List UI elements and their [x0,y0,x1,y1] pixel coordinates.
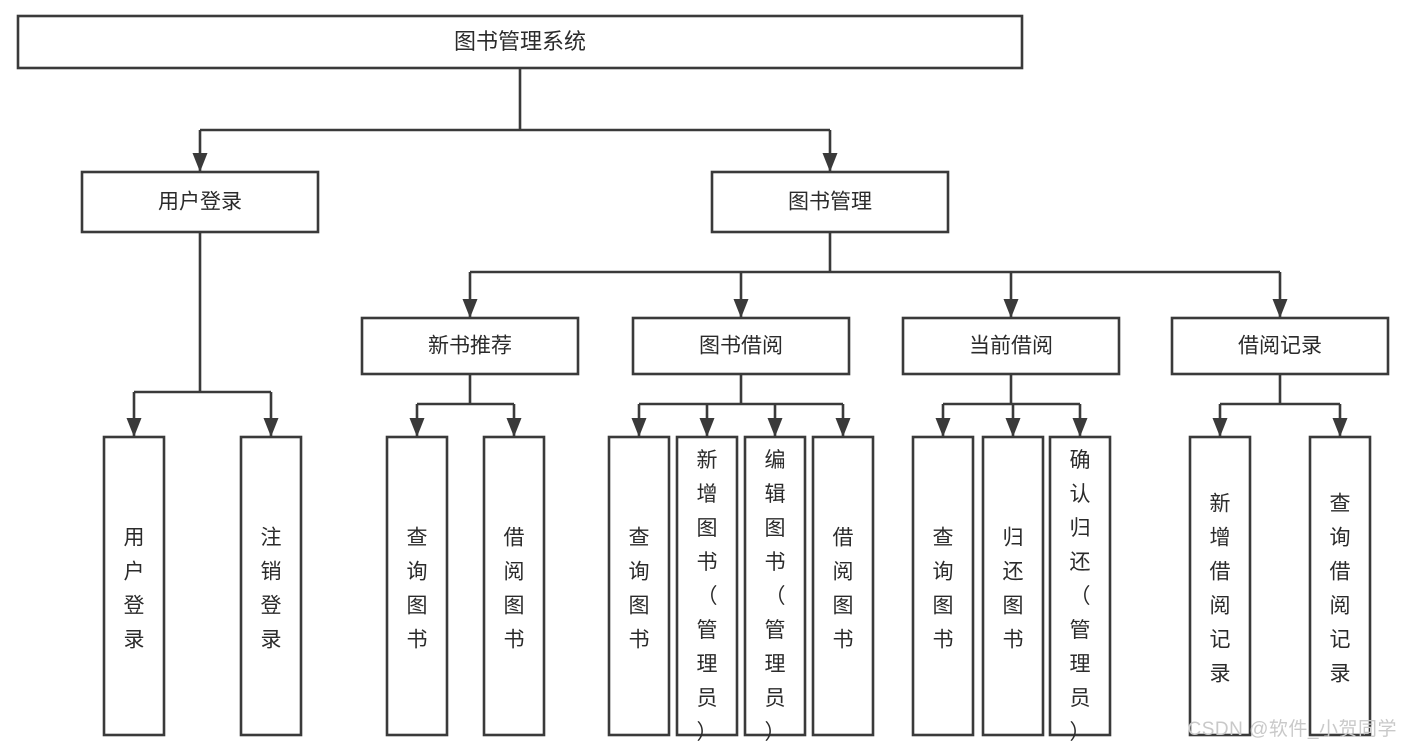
node-root-label: 图书管理系统 [454,29,586,54]
node-root-rect[interactable] [16,14,1024,70]
arrow-head-icon [1003,299,1019,318]
node-leaf-4-label: 借阅图书 [504,527,525,652]
node-leaf-3-label: 查询图书 [407,527,428,652]
node-leaf-10-rect[interactable] [981,435,1045,737]
node-leaf-5[interactable]: 查询图书 [607,435,671,737]
node-leaf-10-label: 归还图书 [1003,527,1024,652]
arrow-head-icon [733,299,749,318]
node-level1-1[interactable]: 用户登录 [80,170,320,234]
arrow-head-icon [767,418,783,437]
node-leaf-5-rect[interactable] [607,435,671,737]
arrow-head-icon [1272,299,1288,318]
node-level2-1-rect[interactable] [360,316,580,376]
arrow-head-icon [1005,418,1021,437]
node-level2-4-label: 借阅记录 [1238,335,1322,358]
node-leaf-7-label: 编辑图书（管理员） [765,449,786,744]
node-level2-3-rect[interactable] [901,316,1121,376]
node-level2-1[interactable]: 新书推荐 [360,316,580,376]
node-leaf-11-rect[interactable] [1048,435,1112,737]
node-leaf-1[interactable]: 用户登录 [102,435,166,737]
arrow-head-icon [699,418,715,437]
arrow-head-icon [935,418,951,437]
node-leaf-1-rect[interactable] [102,435,166,737]
node-leaf-12-label: 新增借阅记录 [1210,493,1231,686]
node-leaf-13-rect[interactable] [1308,435,1372,737]
node-leaf-13[interactable]: 查询借阅记录 [1308,435,1372,737]
node-leaf-6[interactable]: 新增图书（管理员） [675,435,739,744]
arrow-head-icon [1332,418,1348,437]
node-leaf-2[interactable]: 注销登录 [239,435,303,737]
arrow-head-icon [462,299,478,318]
arrow-head-icon [631,418,647,437]
node-leaf-5-label: 查询图书 [629,527,650,652]
node-leaf-8[interactable]: 借阅图书 [811,435,875,737]
node-leaf-9-rect[interactable] [911,435,975,737]
arrow-head-icon [192,153,208,172]
node-root[interactable]: 图书管理系统 [16,14,1024,70]
node-level1-1-rect[interactable] [80,170,320,234]
node-leaf-10[interactable]: 归还图书 [981,435,1045,737]
node-leaf-11[interactable]: 确认归还（管理员） [1048,435,1112,744]
node-leaf-1-label: 用户登录 [124,527,145,652]
node-level1-2[interactable]: 图书管理 [710,170,950,234]
node-level2-2-label: 图书借阅 [699,335,783,358]
node-leaf-12-rect[interactable] [1188,435,1252,737]
node-leaf-4-rect[interactable] [482,435,546,737]
node-leaf-4[interactable]: 借阅图书 [482,435,546,737]
node-leaf-11-label: 确认归还（管理员） [1070,449,1091,744]
node-level2-2[interactable]: 图书借阅 [631,316,851,376]
node-leaf-6-rect[interactable] [675,435,739,737]
arrow-head-icon [1072,418,1088,437]
node-leaf-8-rect[interactable] [811,435,875,737]
node-level2-4[interactable]: 借阅记录 [1170,316,1390,376]
arrow-head-icon [126,418,142,437]
node-leaf-2-label: 注销登录 [261,527,282,652]
arrow-head-icon [822,153,838,172]
node-leaf-3-rect[interactable] [385,435,449,737]
arrow-head-icon [409,418,425,437]
node-leaf-7-rect[interactable] [743,435,807,737]
node-level2-3-label: 当前借阅 [969,335,1053,358]
node-level2-2-rect[interactable] [631,316,851,376]
node-level1-1-label: 用户登录 [158,191,242,214]
arrow-head-icon [263,418,279,437]
arrow-head-icon [1212,418,1228,437]
node-level2-3[interactable]: 当前借阅 [901,316,1121,376]
node-leaf-12[interactable]: 新增借阅记录 [1188,435,1252,737]
node-level2-1-label: 新书推荐 [428,335,512,358]
arrow-head-icon [506,418,522,437]
node-leaf-9[interactable]: 查询图书 [911,435,975,737]
node-leaf-6-label: 新增图书（管理员） [697,449,718,744]
node-level1-2-rect[interactable] [710,170,950,234]
node-leaf-13-label: 查询借阅记录 [1330,493,1351,686]
node-leaf-9-label: 查询图书 [933,527,954,652]
node-leaf-3[interactable]: 查询图书 [385,435,449,737]
node-leaf-8-label: 借阅图书 [833,527,854,652]
node-leaf-2-rect[interactable] [239,435,303,737]
node-leaf-7[interactable]: 编辑图书（管理员） [743,435,807,744]
node-level1-2-label: 图书管理 [788,191,872,214]
node-level2-4-rect[interactable] [1170,316,1390,376]
arrow-head-icon [835,418,851,437]
